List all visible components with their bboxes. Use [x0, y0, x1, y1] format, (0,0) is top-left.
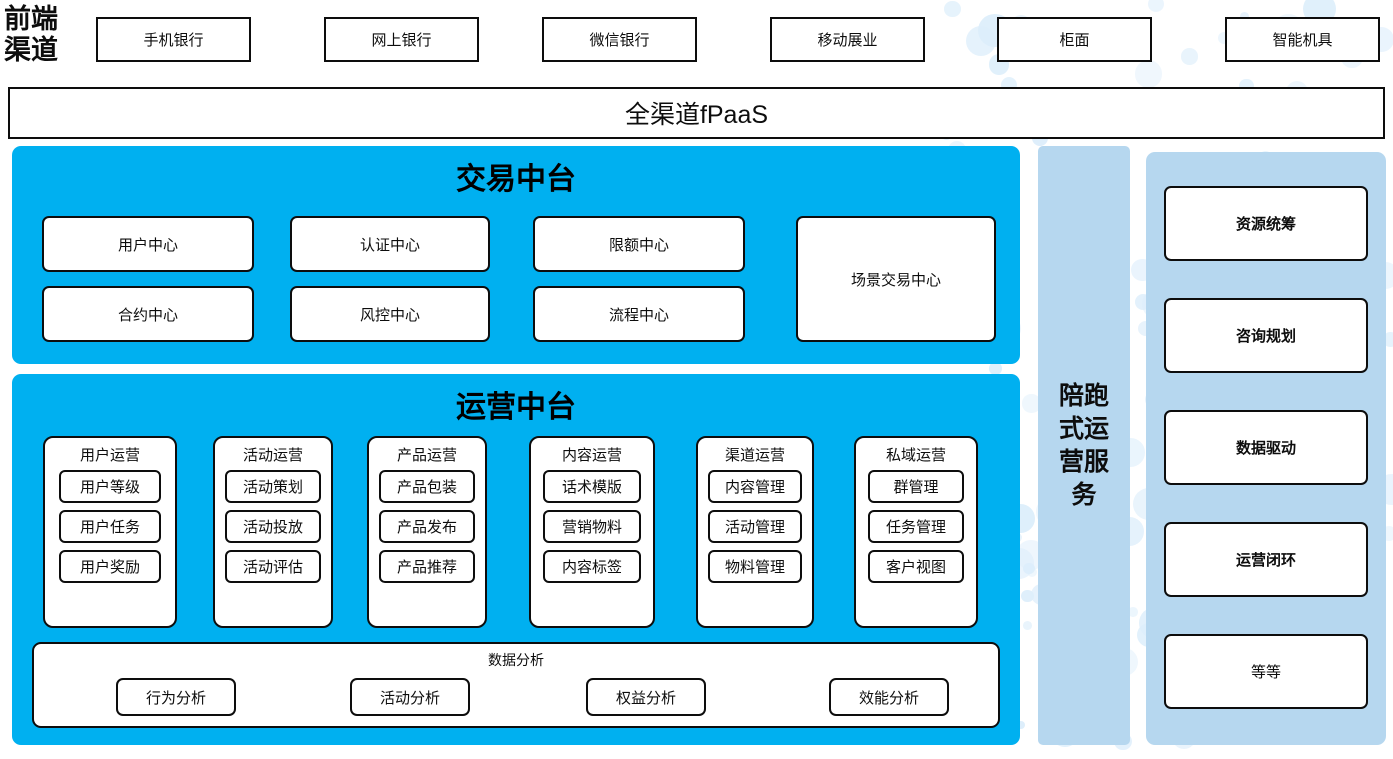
ops-item[interactable]: 产品推荐 — [379, 550, 475, 583]
front-channel-label-line2: 渠道 — [4, 35, 58, 65]
channel-item-mobile-biz[interactable]: 移动展业 — [770, 17, 925, 62]
ops-item[interactable]: 内容标签 — [543, 550, 641, 583]
ops-item[interactable]: 话术模版 — [543, 470, 641, 503]
trade-center-title: 交易中台 — [456, 163, 576, 196]
ops-column-private-domain: 私域运营 群管理 任务管理 客户视图 — [854, 436, 978, 628]
service-item-data-driven[interactable]: 数据驱动 — [1164, 410, 1368, 485]
trade-box-risk-center[interactable]: 风控中心 — [290, 286, 490, 342]
front-channel-label: 前端 渠道 — [4, 4, 82, 68]
accompaniment-service-column: 陪跑式运营服务 — [1038, 146, 1130, 745]
ops-column-channel: 渠道运营 内容管理 活动管理 物料管理 — [696, 436, 814, 628]
data-analysis-container: 数据分析 行为分析 活动分析 权益分析 效能分析 — [32, 642, 1000, 728]
channel-item-counter[interactable]: 柜面 — [997, 17, 1152, 62]
ops-column-content: 内容运营 话术模版 营销物料 内容标签 — [529, 436, 655, 628]
ops-item[interactable]: 活动管理 — [708, 510, 802, 543]
ops-item[interactable]: 群管理 — [868, 470, 964, 503]
channel-item-wechat-bank[interactable]: 微信银行 — [542, 17, 697, 62]
ops-column-user: 用户运营 用户等级 用户任务 用户奖励 — [43, 436, 177, 628]
ops-column-title: 内容运营 — [561, 447, 622, 464]
data-analysis-item-benefit[interactable]: 权益分析 — [586, 678, 706, 716]
ops-column-title: 产品运营 — [396, 447, 457, 464]
trade-box-contract-center[interactable]: 合约中心 — [42, 286, 254, 342]
ops-column-title: 渠道运营 — [724, 447, 785, 464]
ops-item[interactable]: 活动评估 — [225, 550, 321, 583]
data-analysis-item-behavior[interactable]: 行为分析 — [116, 678, 236, 716]
service-item-consulting-planning[interactable]: 咨询规划 — [1164, 298, 1368, 373]
data-analysis-item-efficiency[interactable]: 效能分析 — [829, 678, 949, 716]
service-item-etc[interactable]: 等等 — [1164, 634, 1368, 709]
trade-center-panel: 交易中台 用户中心 认证中心 限额中心 合约中心 风控中心 流程中心 场景交易中… — [12, 146, 1020, 364]
ops-center-panel: 运营中台 用户运营 用户等级 用户任务 用户奖励 活动运营 活动策划 活动投放 … — [12, 374, 1020, 745]
ops-item[interactable]: 物料管理 — [708, 550, 802, 583]
front-channel-row: 手机银行 网上银行 微信银行 移动展业 柜面 智能机具 — [0, 0, 1393, 80]
ops-column-title: 活动运营 — [242, 447, 303, 464]
ops-item[interactable]: 产品包装 — [379, 470, 475, 503]
ops-item[interactable]: 产品发布 — [379, 510, 475, 543]
ops-item[interactable]: 活动投放 — [225, 510, 321, 543]
ops-item[interactable]: 用户任务 — [59, 510, 161, 543]
channel-item-smart-machine[interactable]: 智能机具 — [1225, 17, 1380, 62]
trade-box-limit-center[interactable]: 限额中心 — [533, 216, 745, 272]
ops-item[interactable]: 用户奖励 — [59, 550, 161, 583]
service-item-resource-coordination[interactable]: 资源统筹 — [1164, 186, 1368, 261]
ops-item[interactable]: 营销物料 — [543, 510, 641, 543]
ops-item[interactable]: 任务管理 — [868, 510, 964, 543]
ops-item[interactable]: 客户视图 — [868, 550, 964, 583]
ops-column-product: 产品运营 产品包装 产品发布 产品推荐 — [367, 436, 487, 628]
front-channel-label-line1: 前端 — [4, 4, 58, 34]
ops-item[interactable]: 内容管理 — [708, 470, 802, 503]
channel-item-online-bank[interactable]: 网上银行 — [324, 17, 479, 62]
trade-box-process-center[interactable]: 流程中心 — [533, 286, 745, 342]
accompaniment-service-label: 陪跑式运营服务 — [1058, 381, 1109, 509]
data-analysis-title: 数据分析 — [488, 652, 544, 668]
trade-box-auth-center[interactable]: 认证中心 — [290, 216, 490, 272]
ops-item[interactable]: 活动策划 — [225, 470, 321, 503]
trade-box-user-center[interactable]: 用户中心 — [42, 216, 254, 272]
trade-box-scenario-center[interactable]: 场景交易中心 — [796, 216, 996, 342]
ops-column-title: 私域运营 — [885, 447, 946, 464]
service-panel: 资源统筹 咨询规划 数据驱动 运营闭环 等等 — [1146, 152, 1386, 745]
data-analysis-item-activity[interactable]: 活动分析 — [350, 678, 470, 716]
channel-item-mobile-bank[interactable]: 手机银行 — [96, 17, 251, 62]
ops-item[interactable]: 用户等级 — [59, 470, 161, 503]
ops-center-title: 运营中台 — [456, 391, 576, 424]
service-item-ops-closed-loop[interactable]: 运营闭环 — [1164, 522, 1368, 597]
ops-column-title: 用户运营 — [79, 447, 140, 464]
fpaas-bar[interactable]: 全渠道fPaaS — [8, 87, 1385, 139]
ops-column-activity: 活动运营 活动策划 活动投放 活动评估 — [213, 436, 333, 628]
